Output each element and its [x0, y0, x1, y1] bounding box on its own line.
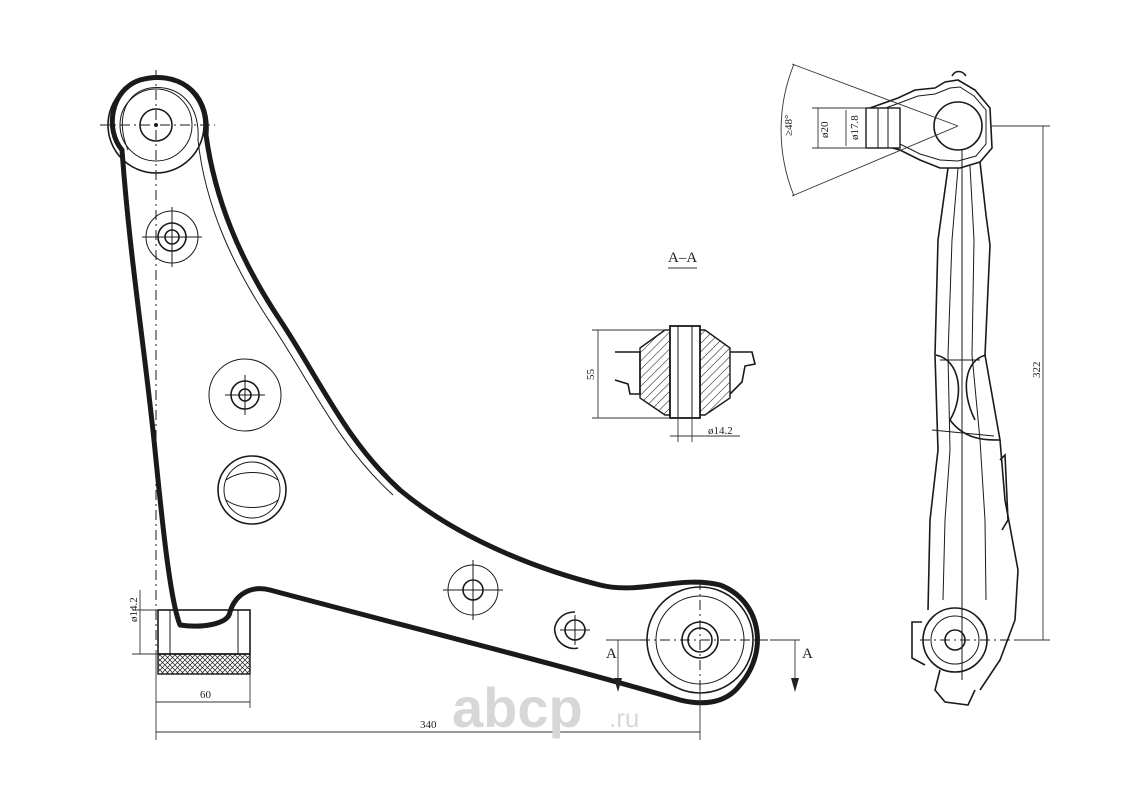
section-marker-left: A	[606, 646, 617, 662]
ball-joint-ball	[933, 101, 983, 151]
control-arm-side-view: ≥48° ø20 ø17.8 322	[780, 63, 1050, 706]
dim-d20-label: ø20	[819, 121, 831, 138]
ball-joint-clip	[951, 70, 967, 77]
arm-side-flange	[999, 453, 1009, 531]
watermark: abcp .ru	[452, 676, 639, 739]
mount-hole-3-inner	[223, 461, 281, 519]
section-housing-right	[729, 351, 756, 395]
angle-line-bottom	[791, 125, 959, 197]
mount-hole-3-slot	[225, 472, 279, 508]
section-sleeve	[669, 325, 701, 419]
ball-joint-housing	[869, 79, 993, 169]
section-arrow-left-head	[614, 678, 622, 692]
dim-322-label: 322	[1031, 362, 1043, 379]
side-bushing-inner	[930, 615, 980, 665]
main-dimensions: 340 60 ø14.2	[128, 590, 701, 740]
dim-60-label: 60	[200, 689, 212, 701]
section-rubber-left	[639, 329, 671, 416]
watermark-suffix: .ru	[609, 703, 639, 733]
ball-joint-inner	[119, 88, 193, 162]
section-rubber-right	[699, 329, 731, 416]
arm-side-twist	[935, 354, 1001, 441]
section-arrows: A A	[606, 639, 813, 692]
angle-arc	[780, 63, 795, 197]
mount-hole-3-outer	[217, 455, 287, 525]
arm-side-inner	[942, 165, 987, 601]
ball-joint-stud-side	[865, 107, 901, 149]
arm-side-ribs	[931, 359, 995, 437]
section-arrow-right-head	[791, 678, 799, 692]
section-housing-left	[614, 351, 641, 395]
ball-joint-outer	[107, 76, 205, 174]
ball-joint-stud	[139, 108, 173, 142]
control-arm-top-view	[100, 70, 768, 706]
dim-section-bore-label: ø14.2	[708, 425, 733, 437]
ball-joint-center	[154, 123, 158, 127]
mount-hole-2-outer	[208, 358, 282, 432]
dim-340-label: 340	[420, 719, 437, 731]
watermark-brand: abcp	[452, 676, 583, 739]
ball-joint-housing-inner	[874, 86, 987, 162]
dim-55-label: 55	[585, 369, 597, 381]
arm-inner-outline	[121, 87, 394, 496]
front-bushing-rubber	[157, 653, 251, 675]
section-marker-right: A	[802, 646, 813, 662]
boss-arc	[553, 611, 579, 650]
dim-d178-label: ø17.8	[849, 115, 861, 140]
dim-142-label: ø14.2	[128, 597, 140, 622]
angle-line-top	[791, 63, 959, 127]
arm-outline	[109, 74, 760, 706]
section-title: A–A	[668, 250, 697, 266]
section-aa: A–A 55 ø14.2	[585, 250, 756, 442]
side-bushing-bracket	[911, 621, 976, 706]
ball-joint-angle-label: ≥48°	[783, 115, 795, 136]
front-bushing-body	[157, 609, 251, 655]
